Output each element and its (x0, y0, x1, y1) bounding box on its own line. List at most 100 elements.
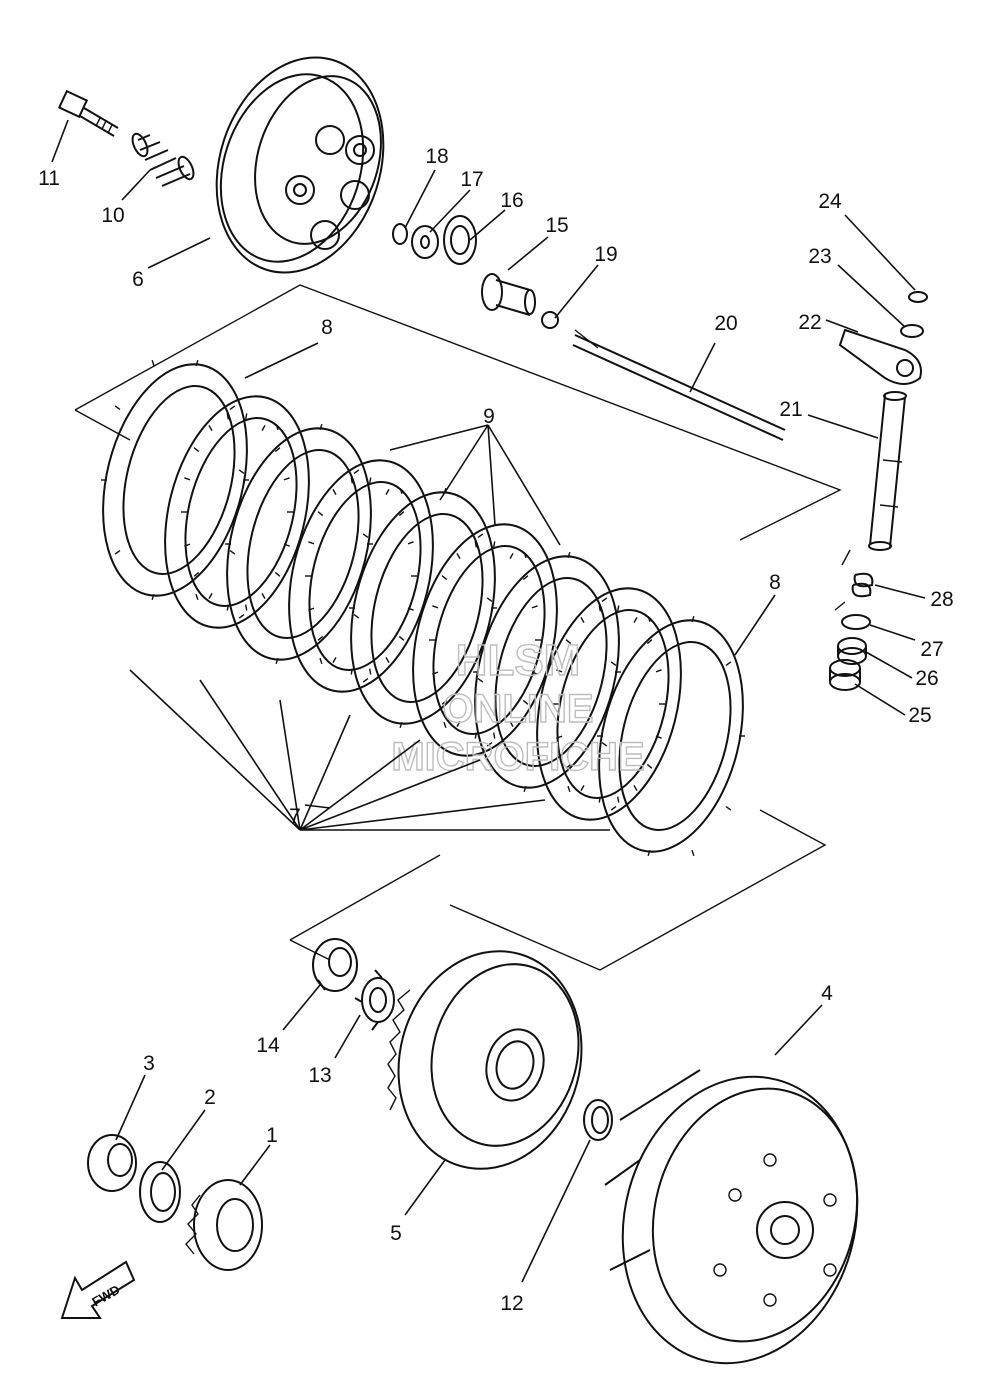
clutch-plate (288, 459, 434, 693)
plate-inner-ring (494, 577, 608, 767)
plate-tab (601, 741, 608, 747)
plate-tooth (184, 477, 191, 481)
plate-tab (353, 469, 360, 475)
callouts: 1 2 3 4 5 6 7 8 8 9 10 11 12 13 14 15 16… (38, 145, 954, 1315)
push-lever (838, 328, 922, 385)
callout-5: 5 (390, 1222, 402, 1245)
clutch-plate (412, 523, 558, 757)
clutch-plate (164, 395, 310, 629)
plate-tooth (556, 735, 563, 739)
plate-tooth (274, 571, 281, 577)
friction-plate (101, 359, 249, 601)
plate-outer-ring (598, 619, 744, 853)
plate-tooth (492, 541, 496, 548)
plate-tooth (441, 575, 448, 581)
bearing (443, 215, 477, 265)
plate-tab (229, 405, 236, 411)
push-lever-shaft (868, 391, 907, 551)
needle-bearing (829, 659, 861, 691)
plate-tooth (598, 796, 602, 803)
plate-tooth (432, 671, 439, 675)
plate-tooth (407, 607, 414, 611)
plate-inner-ring (618, 641, 732, 831)
plate-tab (362, 677, 369, 683)
plate-tab (691, 615, 695, 623)
callout-8-top: 8 (321, 316, 333, 339)
push-rod-2 (572, 329, 786, 441)
plate-tooth (283, 543, 290, 547)
plate-inner-ring (246, 449, 360, 639)
plate-tooth (308, 541, 315, 545)
plate-tooth (646, 763, 653, 769)
plate-tab (647, 615, 651, 623)
plate-tooth (646, 639, 653, 645)
plate-tab (725, 805, 732, 811)
callout-9: 9 (483, 405, 495, 428)
plate-tooth (565, 763, 572, 769)
lever-clip (908, 291, 928, 303)
callout-1: 1 (266, 1124, 278, 1147)
friction-plate (349, 487, 497, 729)
callout-10: 10 (101, 204, 124, 227)
plate-tab (275, 657, 279, 665)
plate-tab (610, 805, 617, 811)
plate-outer-ring (164, 395, 310, 629)
callout-21: 21 (779, 398, 802, 421)
callout-14: 14 (256, 1034, 280, 1057)
callout-11: 11 (38, 167, 60, 190)
plate-tooth (208, 425, 213, 431)
plate-outer-ring (412, 523, 558, 757)
friction-plate (597, 615, 745, 857)
callout-26: 26 (915, 667, 938, 690)
callout-20: 20 (714, 312, 737, 335)
plate-tab (647, 849, 651, 857)
spacer-nut (87, 1134, 137, 1192)
plate-tooth (283, 477, 290, 481)
plate-tooth (398, 511, 405, 517)
callout-8-bottom: 8 (769, 571, 781, 594)
plate-tooth (556, 669, 563, 673)
plate-tooth (580, 785, 585, 791)
callout-7: 7 (289, 805, 301, 828)
plate-tooth (385, 489, 390, 495)
plate-inner-ring (432, 545, 546, 735)
plate-outer-ring (474, 555, 620, 789)
watermark-line-3: MICROFICHE (391, 735, 644, 779)
plate-tab (362, 533, 369, 539)
primary-driven-gear (185, 1179, 263, 1271)
plate-tab (443, 721, 447, 729)
plate-tab (319, 423, 323, 431)
plate-tooth (208, 593, 213, 599)
plate-tooth (655, 669, 662, 673)
plate-outer-ring (288, 459, 434, 693)
plate-outer-ring (350, 491, 496, 725)
fwd-label: FWD (89, 1282, 122, 1310)
plate-tooth (509, 553, 514, 559)
callout-23: 23 (808, 245, 831, 268)
callout-16: 16 (500, 189, 523, 212)
plate-tab (477, 677, 484, 683)
plate-tab (399, 487, 403, 495)
callout-2: 2 (204, 1086, 216, 1109)
plate-inner-ring (308, 481, 422, 671)
plate-tooth (492, 732, 496, 739)
plate-tab (691, 849, 695, 857)
plate-tab (195, 359, 199, 367)
oil-seal (837, 637, 867, 665)
plate-tab (567, 785, 571, 793)
callout-18: 18 (425, 145, 448, 168)
plate-tooth (368, 668, 372, 675)
plate-tooth (226, 604, 230, 611)
plate-tooth (407, 541, 414, 545)
callout-28: 28 (930, 588, 953, 611)
plate-tooth (244, 413, 248, 420)
plate-tooth (350, 477, 354, 484)
plate-tooth (261, 425, 266, 431)
plate-tooth (385, 657, 390, 663)
plate-tab (229, 549, 236, 555)
callout-4: 4 (821, 982, 833, 1005)
plate-tooth (580, 617, 585, 623)
plate-tooth (350, 668, 354, 675)
plate-tab (725, 661, 732, 667)
plate-tab (114, 549, 121, 555)
